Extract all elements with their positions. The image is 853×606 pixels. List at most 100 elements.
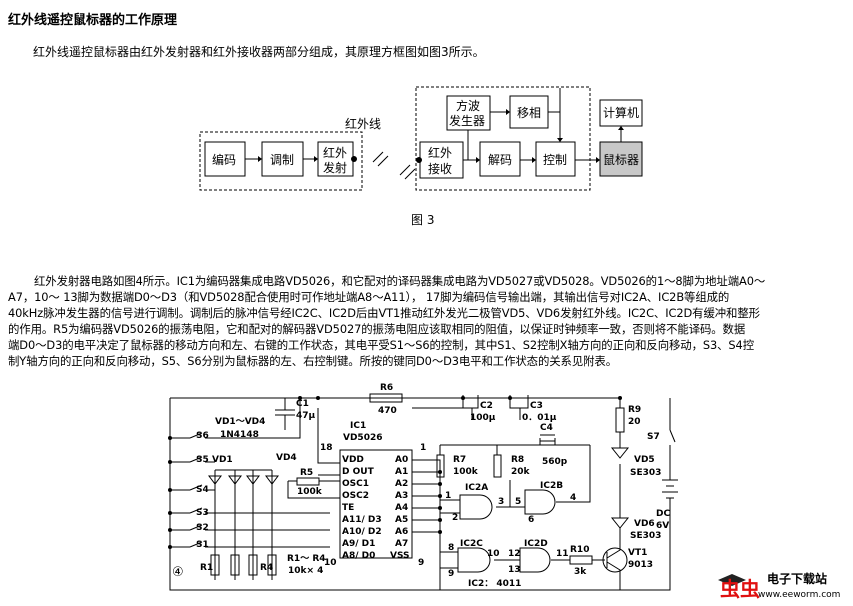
gate-pin: 9 [448,569,454,579]
r9-value: 20 [628,417,641,427]
pin1-label: 1 [420,443,426,453]
r7-value: 100k [453,467,479,477]
computer-label: 计算机 [603,105,639,120]
ic2d-gate [519,547,551,573]
decode-box [479,141,521,177]
ic1-label: IC1 [350,421,366,431]
ir-rx-label-1: 红外 [428,145,452,160]
gate-pin: 8 [448,543,454,553]
s5-label: S5 [196,455,209,465]
ir-tx-label-2: 发射 [323,160,347,175]
c2-label: C2 [480,401,493,411]
circuit-schematic: S6 S5 S4 S3 S2 S1 S7 VD1～VD4 1N4148 VD1 … [168,383,678,591]
ic1-pin-a7: A7 [395,539,408,549]
r1-label: R1 [200,563,213,573]
article-title: 红外线遥控鼠标器的工作原理 [8,13,178,28]
gate-pin: 10 [487,549,500,559]
vd1-vd4-label: VD1～VD4 [215,417,265,427]
ic2b-label: IC2B [540,481,563,491]
s3-label: S3 [196,508,209,518]
dc-label: DC [656,509,670,519]
ic1-pin-vss: VSS [390,551,410,561]
ic1-pin-dout: D OUT [342,467,375,477]
decode-label: 解码 [488,153,512,167]
ic2b-gate [524,489,556,515]
r6-value: 470 [378,406,397,416]
gate-pin: 2 [452,513,458,523]
ic2c-label: IC2C [460,539,483,549]
ic2c-gate [457,547,491,573]
intro-paragraph: 红外线遥控鼠标器由红外发射器和红外接收器两部分组成，其原理方框图如图3所示。 [33,45,485,59]
r8-label: R8 [511,455,524,465]
ic1-body [339,449,413,559]
ic1-pin-a4: A4 [395,503,408,513]
vd5-part: SE303 [630,468,661,478]
receiver-dashed-box [415,86,591,191]
pin10-label: 10 [324,558,337,568]
ic1-pin-d2: A10/ D2 [342,527,382,537]
dc-value: 6V [656,521,669,531]
diode-part-label: 1N4148 [220,430,259,440]
r5-label: R5 [300,468,313,478]
c4-value: 560p [542,457,568,467]
graduation-cap-icon [718,574,746,586]
r4-label: R4 [260,563,273,573]
svg-text:虫虫: 虫虫 [720,577,760,601]
transmitter-dashed-box [199,131,363,191]
encode-label: 编码 [212,152,236,167]
paragraph-line: 红外发射器电路如图4所示。IC1为编码器集成电路VD5026，和它配对的译码器集… [34,274,766,288]
gate-pin: 11 [556,549,569,559]
control-box [535,141,576,177]
ic2a-label: IC2A [465,483,488,493]
c1-label: C1 [296,399,309,409]
c3-value: 0．01μ [522,413,557,423]
r8-value: 20k [511,467,531,477]
r7-label: R7 [453,455,466,465]
paragraph-line: 的作用。R5为编码器VD5026的振荡电阻，它和配对的解码器VD5027的振荡电… [8,322,746,336]
r6-label: R6 [380,383,393,393]
s4-label: S4 [196,485,209,495]
paragraph-line: 端D0～D3的电平决定了鼠标器的移动方向和左、右键的工作状态，其电平受S1～S6… [8,338,754,352]
r1-r4-value: 10k× 4 [288,566,323,576]
ic1-pin-a0: A0 [395,455,408,465]
s7-label: S7 [647,432,660,442]
r5-value: 100k [297,487,323,497]
gate-pin: 6 [528,515,534,525]
ic2-label: IC2： 4011 [468,579,521,589]
ic1-part: VD5026 [343,433,383,443]
watermark-logo: 虫虫 [718,574,760,601]
s6-label: S6 [196,431,209,441]
ic2a-gate [459,494,493,520]
paragraph-line: 40kHz脉冲发生器的信号进行调制。调制后的脉冲信号经IC2C、IC2D后由VT… [8,306,760,320]
ir-rx-label-2: 接收 [428,161,452,176]
c1-value: 47μ [296,411,316,421]
ic1-pin-a6: A6 [395,527,408,537]
ir-tx-label-1: 红外 [323,145,347,160]
figure-caption: 图 3 [411,213,434,227]
vd6-label: VD6 [634,519,655,529]
gate-pin: 13 [508,565,521,575]
ic1-pin-vdd: VDD [342,455,364,465]
gate-pin: 1 [445,491,451,501]
phase-shift-label: 移相 [517,106,541,120]
vd5-label: VD5 [634,455,655,465]
ic1-pin-a5: A5 [395,515,408,525]
ic1-pin-te: TE [342,503,354,513]
s1-label: S1 [196,540,209,550]
vt1-part: 9013 [628,560,653,570]
square-wave-label-1: 方波 [456,98,480,113]
ic1-pin-d1: A9/ D1 [342,539,375,549]
c3-label: C3 [530,401,543,411]
gate-pin: 12 [508,549,521,559]
ic1-pin-a3: A3 [395,491,408,501]
gate-pin: 4 [570,493,576,503]
ic1-pin-a1: A1 [395,467,408,477]
control-label: 控制 [543,153,567,167]
watermark-url: www.eeworm.com [758,590,841,600]
square-wave-label-2: 发生器 [449,113,485,128]
ir-label: 红外线 [345,116,381,131]
modulate-label: 调制 [270,153,294,167]
r1-r4-label: R1～ R4 [287,554,326,564]
r10-value: 3k [574,567,587,577]
s2-label: S2 [196,523,209,533]
